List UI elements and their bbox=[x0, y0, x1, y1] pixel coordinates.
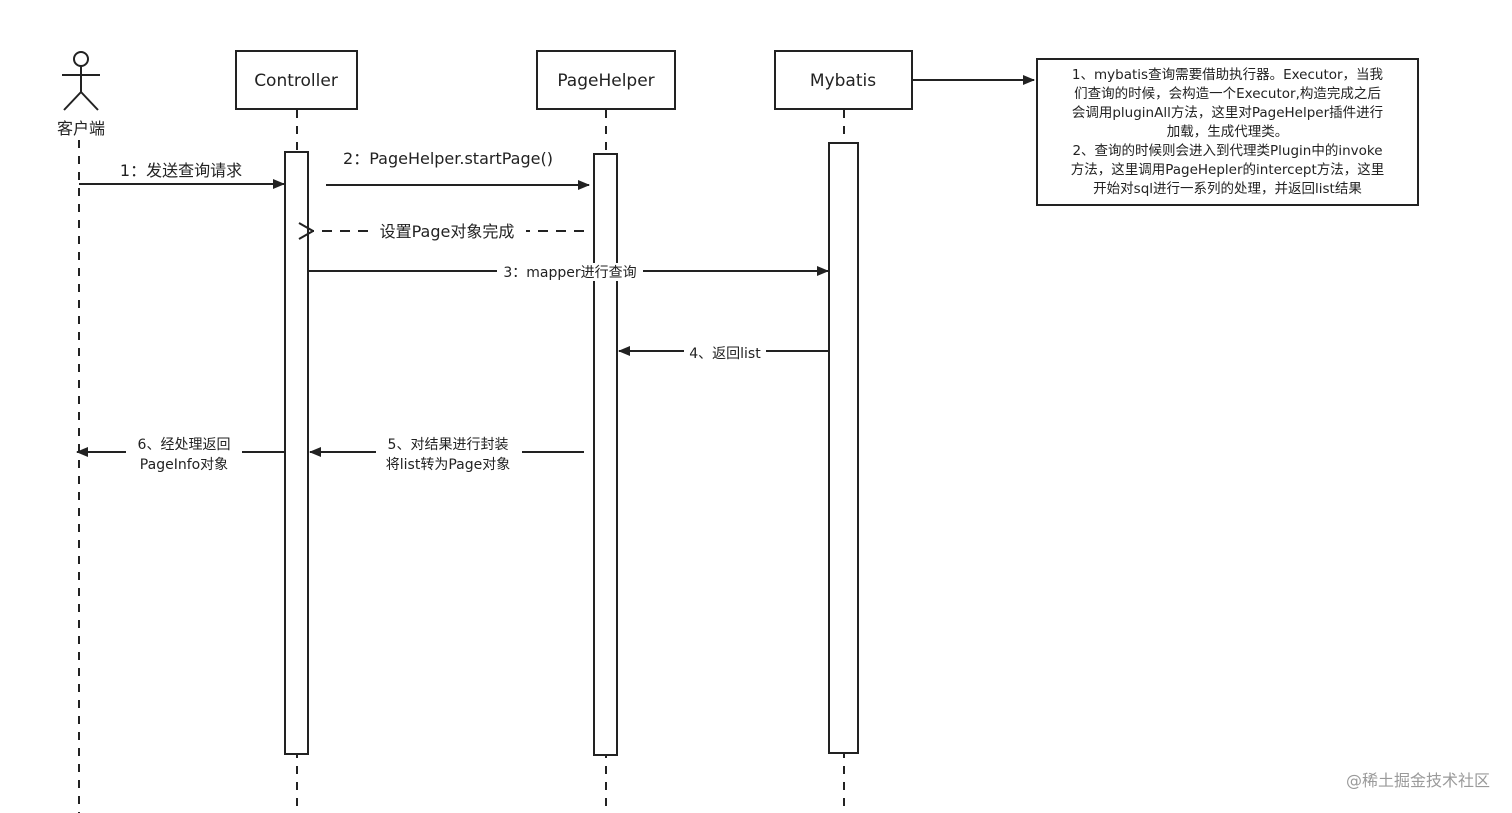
message-1-label: 1：发送查询请求 bbox=[120, 161, 242, 180]
watermark: @稀土掘金技术社区 bbox=[1345, 771, 1490, 790]
message-5-label-bg bbox=[376, 436, 522, 472]
message-6-label-line2: PageInfo对象 bbox=[140, 457, 228, 473]
message-4-label-bg bbox=[684, 343, 766, 361]
pagehelper-box bbox=[536, 50, 676, 110]
message-5-label-line2: 将list转为Page对象 bbox=[386, 457, 510, 473]
note-line-6: 方法，这里调用PageHepler的intercept方法，这里 bbox=[1070, 161, 1385, 178]
message-2-return-label-bg bbox=[368, 220, 526, 242]
message-2-return-label: 设置Page对象完成 bbox=[380, 222, 515, 241]
client-label: 客户端 bbox=[57, 119, 105, 138]
note-line-5: 2、查询的时候则会进入到代理类Plugin中的invoke bbox=[1072, 142, 1383, 159]
pagehelper-label: PageHelper bbox=[557, 71, 654, 91]
message-3-label-bg bbox=[497, 263, 643, 281]
message-5-label-line1: 5、对结果进行封装 bbox=[388, 437, 509, 453]
mybatis-activation bbox=[828, 142, 859, 754]
note-line-1: 1、mybatis查询需要借助执行器。Executor，当我 bbox=[1071, 66, 1384, 83]
message-2-label: 2：PageHelper.startPage() bbox=[343, 149, 553, 168]
message-6-label-line1: 6、经处理返回 bbox=[138, 437, 231, 453]
client-actor-icon bbox=[62, 51, 100, 111]
note-line-4: 加载，生成代理类。 bbox=[1166, 123, 1289, 140]
mybatis-note: 1、mybatis查询需要借助执行器。Executor，当我 们查询的时候，会构… bbox=[1036, 58, 1419, 206]
note-line-7: 开始对sql进行一系列的处理，并返回list结果 bbox=[1093, 180, 1362, 197]
controller-activation bbox=[284, 151, 309, 755]
controller-label: Controller bbox=[254, 71, 338, 91]
note-line-2: 们查询的时候，会构造一个Executor,构造完成之后 bbox=[1074, 85, 1381, 102]
message-6-label-bg bbox=[126, 436, 242, 472]
controller-box bbox=[235, 50, 358, 110]
message-4-label: 4、返回list bbox=[689, 346, 761, 362]
message-3-label: 3：mapper进行查询 bbox=[503, 265, 636, 281]
mybatis-label: Mybatis bbox=[810, 71, 876, 91]
note-line-3: 会调用pluginAll方法，这里对PageHelper插件进行 bbox=[1071, 104, 1384, 121]
pagehelper-activation bbox=[593, 153, 618, 756]
